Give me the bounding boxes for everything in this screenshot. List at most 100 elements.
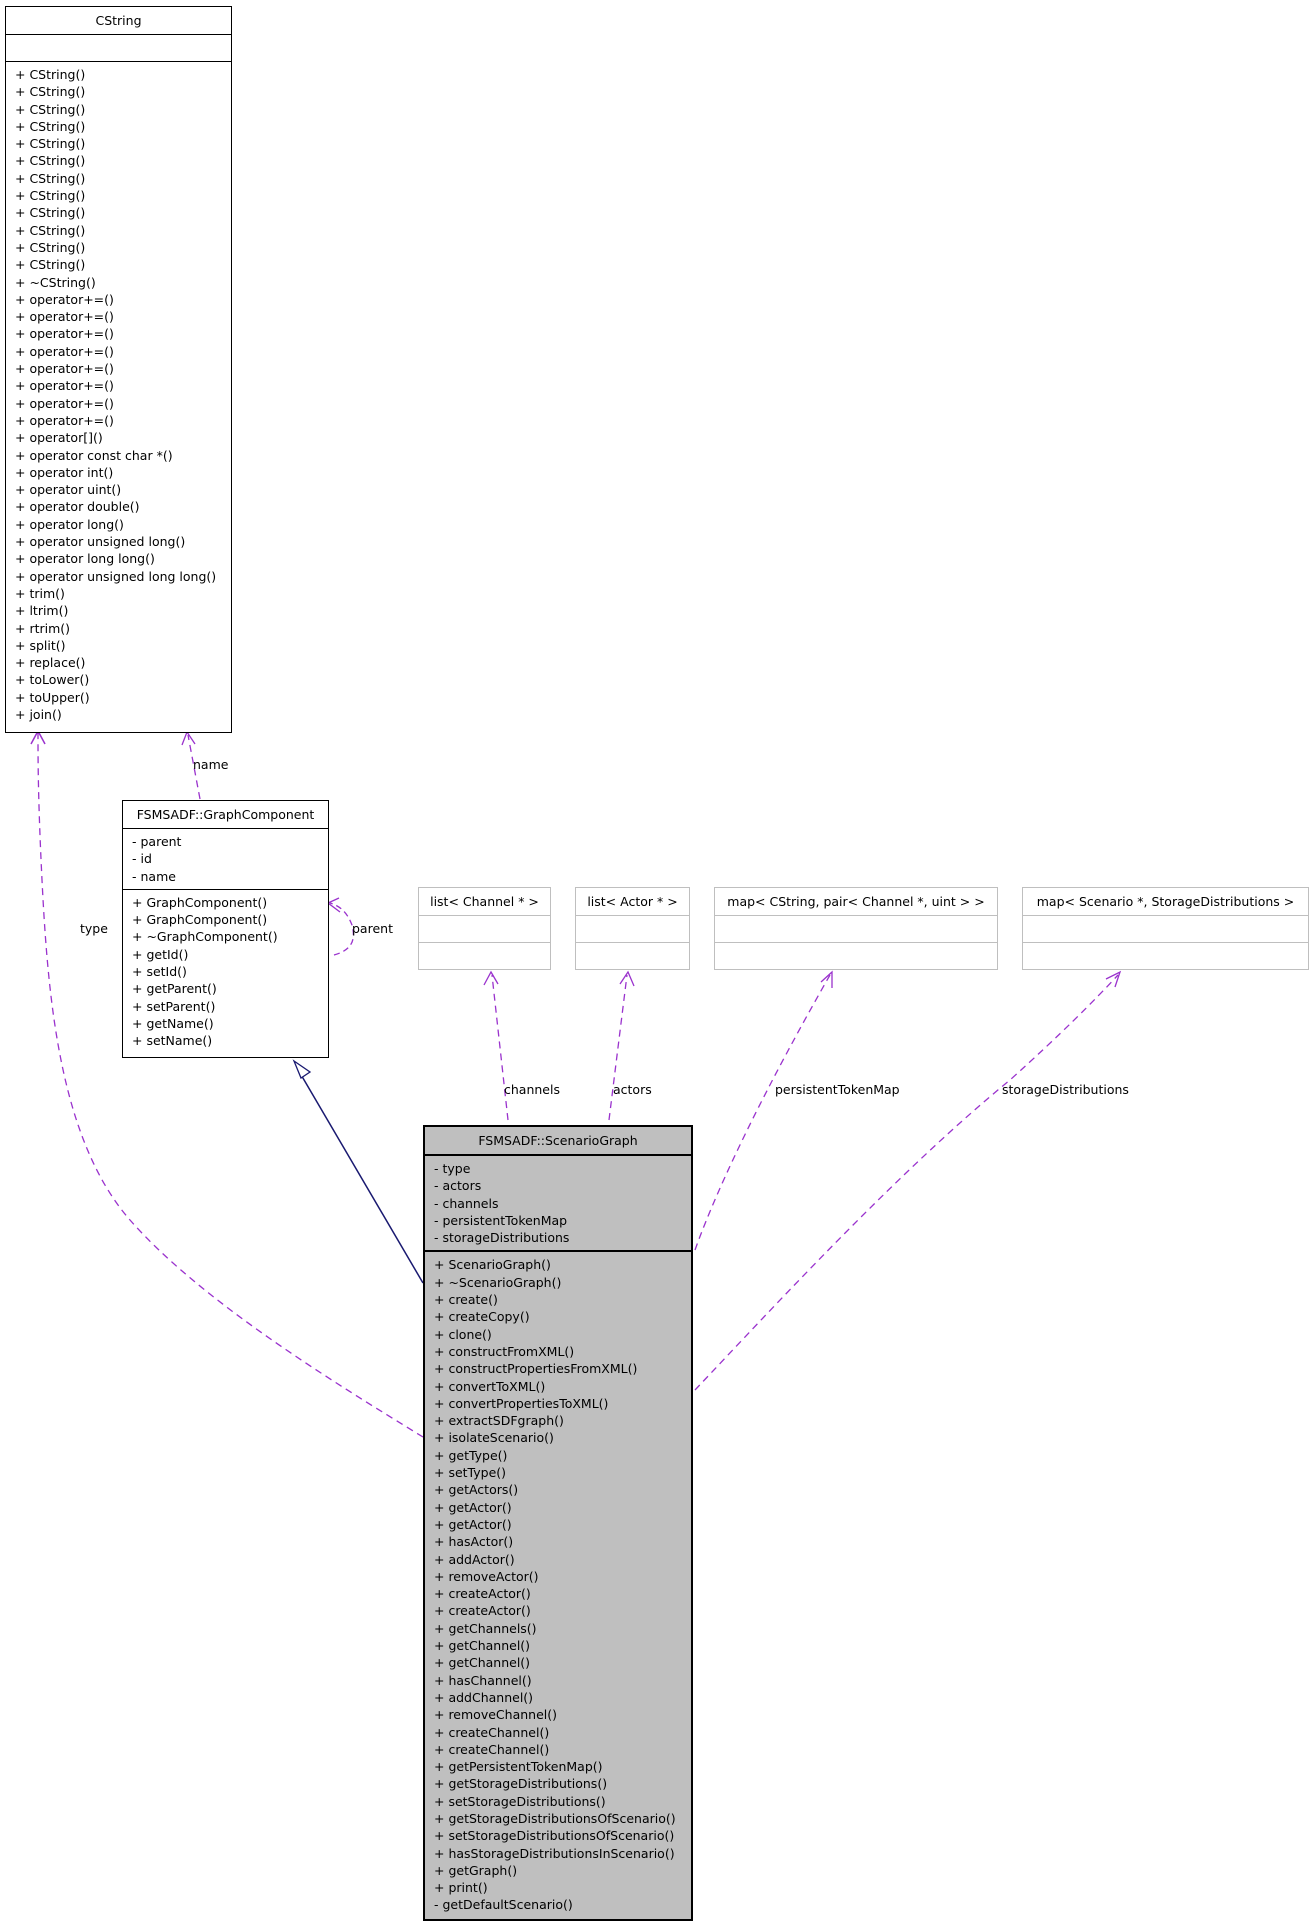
edge-label-type: type (80, 921, 108, 936)
method-row: + operator double() (15, 499, 140, 515)
method-row: + getPersistentTokenMap() (434, 1759, 603, 1775)
edge-parent (329, 902, 355, 956)
method-row: + clone() (434, 1326, 492, 1342)
class-cstring: CString + CString()+ CString()+ CString(… (5, 6, 232, 733)
method-row: + getGraph() (434, 1862, 518, 1878)
method-row: + ~CString() (15, 274, 96, 290)
method-row: + createChannel() (434, 1724, 550, 1740)
class-map-scenario-storage: map< Scenario *, StorageDistributions > (1022, 887, 1309, 970)
method-row: + CString() (15, 239, 86, 255)
attribute-row: - type (434, 1161, 471, 1176)
method-row: + CString() (15, 67, 86, 82)
method-row: + CString() (15, 84, 86, 100)
method-row: + isolateScenario() (434, 1430, 554, 1446)
method-row: + operator long long() (15, 551, 155, 567)
method-row: + operator const char *() (15, 447, 173, 463)
class-title: list< Actor * > (576, 888, 689, 916)
method-row: + constructPropertiesFromXML() (434, 1361, 638, 1377)
method-row: + CString() (15, 153, 86, 169)
method-row: + operator+=() (15, 412, 114, 428)
class-graphcomponent: FSMSADF::GraphComponent - parent- id- na… (122, 800, 329, 1058)
method-row: + replace() (15, 655, 86, 671)
method-row: + CString() (15, 188, 86, 204)
method-row: + getChannel() (434, 1655, 531, 1671)
method-row: + rtrim() (15, 620, 71, 636)
edge-label-name: name (193, 757, 229, 772)
method-row: + CString() (15, 101, 86, 117)
attribute-row: - persistentTokenMap (434, 1212, 568, 1228)
attribute-row: - id (132, 851, 152, 867)
method-row: + toUpper() (15, 689, 90, 705)
method-row: + setType() (434, 1465, 507, 1481)
attribute-row: - actors (434, 1178, 482, 1194)
methods-section: + GraphComponent()+ GraphComponent()+ ~G… (123, 890, 328, 1054)
method-row: + operator+=() (15, 343, 114, 359)
method-row: + print() (434, 1880, 488, 1896)
method-row: + CString() (15, 170, 86, 186)
attribute-row: - name (132, 868, 176, 884)
method-row: + hasActor() (434, 1534, 514, 1550)
edge-inheritance (299, 1072, 424, 1284)
method-row: + operator[]() (15, 430, 103, 446)
method-row: + ~ScenarioGraph() (434, 1274, 562, 1290)
method-row: + operator+=() (15, 309, 114, 325)
method-row: + setName() (132, 1033, 213, 1049)
method-row: + operator+=() (15, 395, 114, 411)
method-row: + operator int() (15, 464, 114, 480)
method-row: + CString() (15, 205, 86, 221)
method-row: + CString() (15, 118, 86, 134)
edge-type (37, 731, 424, 1438)
method-row: + ~GraphComponent() (132, 929, 278, 945)
method-row: + operator+=() (15, 291, 114, 307)
method-row: + setStorageDistributionsOfScenario() (434, 1828, 675, 1844)
attribute-row: - channels (434, 1195, 499, 1211)
method-row: + getChannel() (434, 1638, 531, 1654)
attributes-section (715, 916, 997, 943)
method-row: + split() (15, 637, 66, 653)
attributes-section (576, 916, 689, 943)
method-row: + ltrim() (15, 603, 69, 619)
class-title: FSMSADF::GraphComponent (123, 801, 328, 829)
attribute-row: - storageDistributions (434, 1230, 570, 1246)
method-row: + CString() (15, 136, 86, 152)
method-row: + operator uint() (15, 482, 122, 498)
attributes-section (1023, 916, 1308, 943)
method-row: + createActor() (434, 1586, 531, 1602)
methods-section: + ScenarioGraph()+ ~ScenarioGraph()+ cre… (425, 1252, 691, 1917)
method-row: + GraphComponent() (132, 894, 268, 910)
method-row: + constructFromXML() (434, 1343, 575, 1359)
edge-actors (608, 974, 628, 1121)
method-row: + getActor() (434, 1516, 512, 1532)
method-row: + createCopy() (434, 1309, 530, 1325)
method-row: + hasChannel() (434, 1672, 532, 1688)
edge-label-channels: channels (504, 1082, 560, 1097)
method-row: + getName() (132, 1015, 214, 1031)
class-scenariograph: FSMSADF::ScenarioGraph - type- actors- c… (423, 1125, 693, 1921)
edge-persistentTokenMap (694, 974, 831, 1251)
method-row: + CString() (15, 257, 86, 273)
method-row: + getStorageDistributions() (434, 1776, 608, 1792)
method-row: + operator+=() (15, 326, 114, 342)
attribute-row: - parent (132, 834, 182, 849)
edge-name (187, 734, 201, 800)
method-row: + create() (434, 1292, 498, 1308)
method-row: + addActor() (434, 1551, 515, 1567)
method-row: + createActor() (434, 1603, 531, 1619)
method-row: + hasStorageDistributionsInScenario() (434, 1845, 675, 1861)
method-row: + getChannels() (434, 1620, 537, 1636)
method-row: + GraphComponent() (132, 912, 268, 928)
method-row: + operator+=() (15, 378, 114, 394)
method-row: + trim() (15, 585, 65, 601)
method-row: + getActor() (434, 1499, 512, 1515)
method-row: + getParent() (132, 981, 217, 997)
method-row: + removeChannel() (434, 1707, 557, 1723)
edge-channels (491, 974, 509, 1121)
method-row: + operator unsigned long long() (15, 568, 217, 584)
method-row: + getActors() (434, 1482, 519, 1498)
method-row: + getType() (434, 1447, 508, 1463)
method-row: - getDefaultScenario() (434, 1897, 573, 1913)
method-row: + setId() (132, 964, 187, 980)
method-row: + createChannel() (434, 1741, 550, 1757)
attributes-section (6, 35, 231, 62)
